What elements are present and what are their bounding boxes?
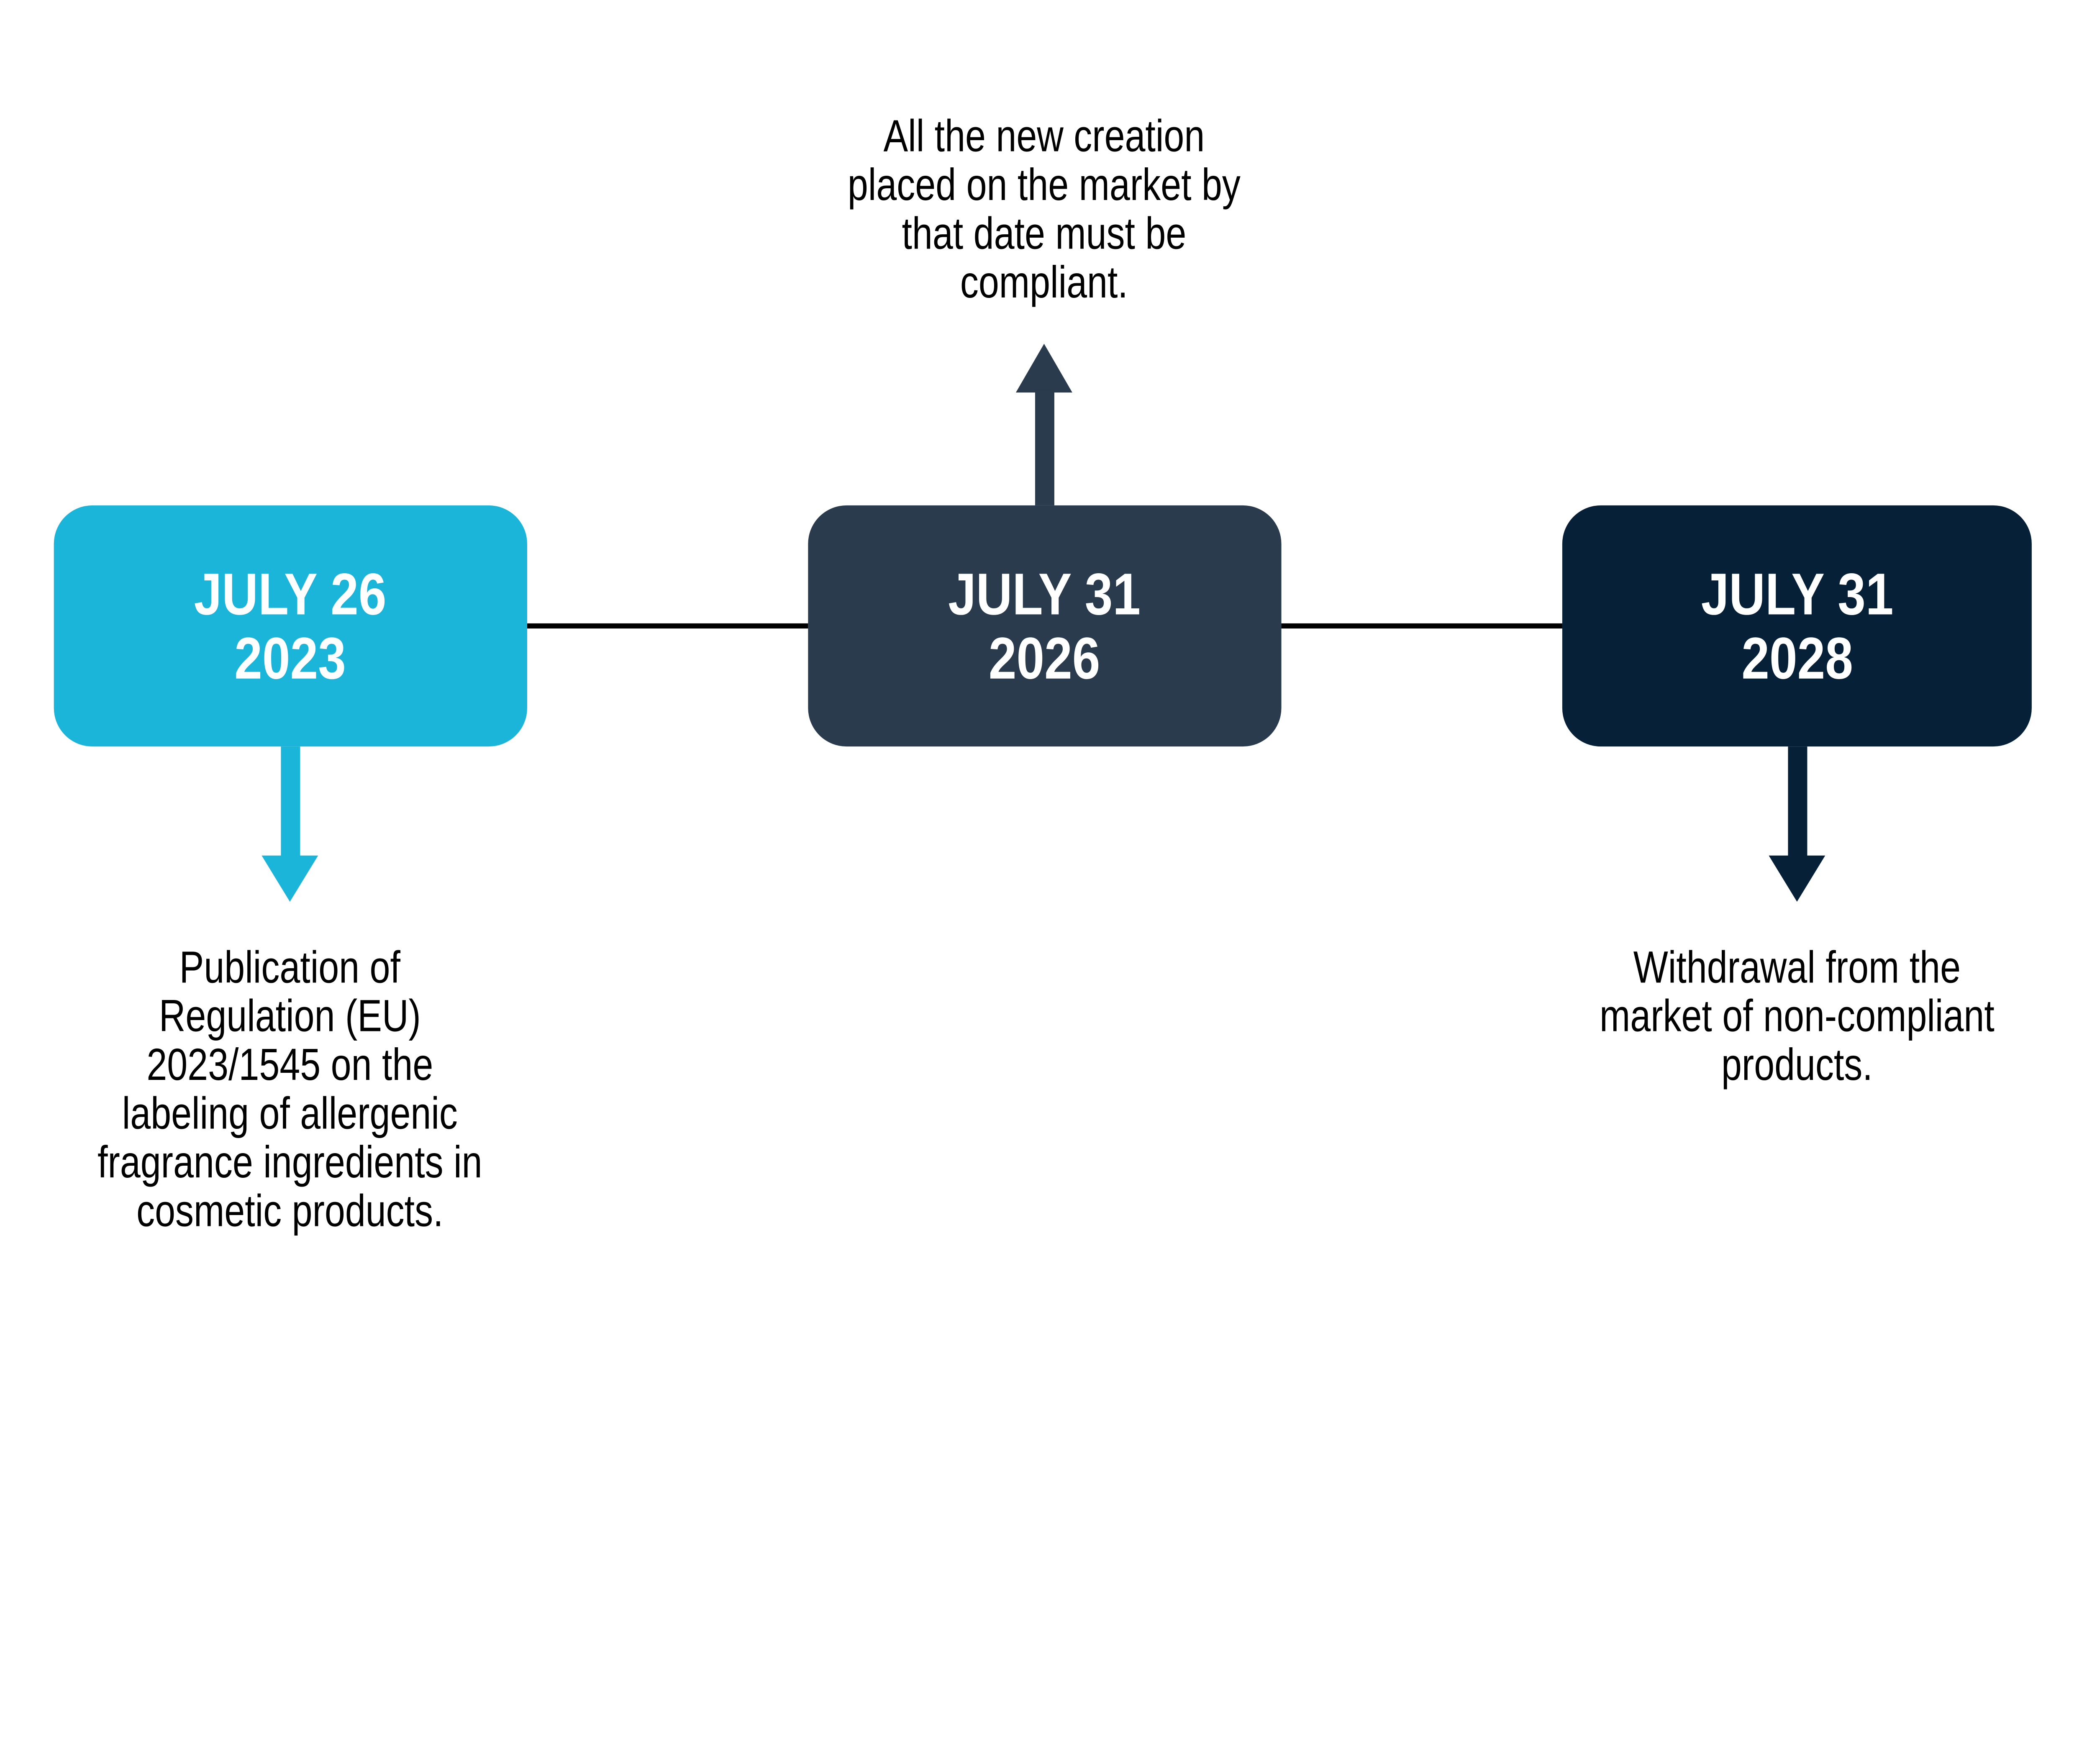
annotation-line: placed on the market by bbox=[847, 160, 1241, 210]
date-box-2028: JULY 31 2028 bbox=[1562, 505, 2032, 747]
annotation-line: Withdrawal from the bbox=[1633, 943, 1961, 993]
up-arrow-icon bbox=[1015, 344, 1072, 393]
annotation-line: fragrance ingredients in bbox=[97, 1138, 482, 1188]
annotation-line: All the new creation bbox=[883, 111, 1205, 162]
date-line: 2026 bbox=[989, 624, 1101, 692]
date-box-2023: JULY 26 2023 bbox=[54, 505, 527, 747]
annotation-line: compliant. bbox=[960, 258, 1128, 308]
annotation-line: 2023/1545 on the bbox=[146, 1040, 433, 1090]
annotation-line: Publication of bbox=[179, 943, 400, 993]
timeline-connector-line bbox=[527, 623, 808, 629]
date-box-2026: JULY 31 2026 bbox=[808, 505, 1282, 747]
annotation-2026: All the new creation placed on the marke… bbox=[802, 111, 1286, 308]
date-line: 2028 bbox=[1741, 624, 1853, 692]
annotation-line: products. bbox=[1721, 1040, 1873, 1090]
date-label-2028: JULY 31 2028 bbox=[1701, 562, 1893, 690]
timeline-infographic: All the new creation placed on the marke… bbox=[54, 111, 2039, 1236]
timeline-connector-line bbox=[1281, 623, 1562, 629]
down-arrow-icon bbox=[1769, 855, 1825, 902]
up-arrow-stem bbox=[1035, 390, 1054, 505]
date-line: JULY 31 bbox=[948, 560, 1141, 628]
date-label-2023: JULY 26 2023 bbox=[194, 562, 387, 690]
annotation-line: labeling of allergenic bbox=[122, 1089, 458, 1139]
annotation-2028: Withdrawal from the market of non-compli… bbox=[1555, 944, 2039, 1090]
annotation-line: cosmetic products. bbox=[136, 1186, 444, 1237]
date-line: 2023 bbox=[234, 624, 346, 692]
date-line: JULY 31 bbox=[1700, 560, 1893, 628]
annotation-line: that date must be bbox=[902, 209, 1187, 259]
date-label-2026: JULY 31 2026 bbox=[949, 562, 1141, 690]
down-arrow-stem bbox=[281, 746, 300, 857]
down-arrow-stem bbox=[1788, 746, 1807, 857]
date-line: JULY 26 bbox=[194, 560, 387, 628]
annotation-line: market of non-compliant bbox=[1599, 991, 1995, 1042]
annotation-line: Regulation (EU) bbox=[159, 991, 421, 1042]
down-arrow-icon bbox=[262, 855, 318, 902]
annotation-2023: Publication of Regulation (EU) 2023/1545… bbox=[59, 944, 521, 1236]
